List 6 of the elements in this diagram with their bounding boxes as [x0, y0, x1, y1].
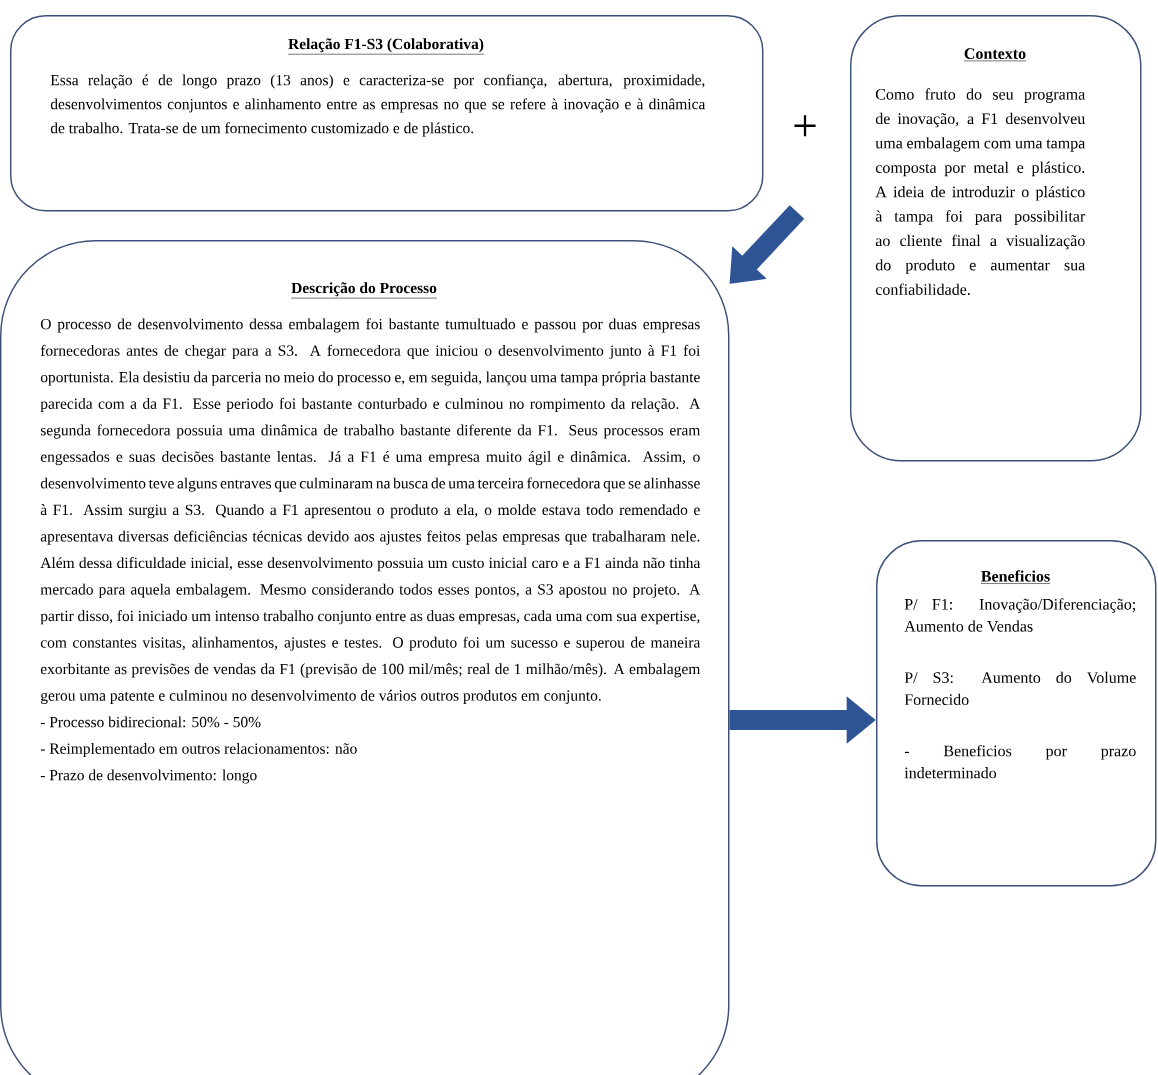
text-box: Descrição do Processo O processo de desenvolvimento dessa embalagem foi bastante tumultuado e passou por duas empresas fornecedoras antes de chegar para a S3. A fornecedora que iniciou o desenvolvimento junto à F1 foi oportunista. Ela desistiu da parceria no meio do processo e, em seguida, lançou uma tampa própria bastante parecida com a da F1. Esse periodo foi bastante conturbado e culminou no rompimento da relação. A segunda fornecedora possuia uma dinâmica de trabalho bastante diferente da F1. Seus processos eram engessados e suas decisões bastante lentas. Já a F1 é uma empresa muito ágil e dinâmica. Assim, o desenvolvimento teve alguns entraves que culminaram na busca de uma terceira fornecedora que se alinhasse à F1. Assim surgiu a S3. Quando a F1 apresentou o produto a ela, o molde estava todo remendado e apresentava diversas deficiências técnicas devido aos ajustes feitos pelas empresas que trabalharam nele. Além dessa dificuldade inicial, esse desenvolvimento possuia um custo inicial caro e a F1 ainda não tinha mercado para aquela embalagem. Mesmo considerando todos esses pontos, a S3 apostou no projeto. A partir disso, foi iniciado um intenso trabalho conjunto entre as duas empresas, cada uma com sua expertise, com constantes visitas, alinhamentos, ajustes e testes. O produto foi um sucesso e superou de maneira exorbitante as previsões de vendas da F1 (previsão de 100 mil/mês; real de 1 milhão/mês). A embalagem gerou uma patente e culminou no desenvolvimento de vários outros produtos em conjunto. - Processo bidirecional: 50% - 50% - Reimplementado em outros relacionamentos: não - Prazo de desenvolvimento: longo [0, 240, 730, 1075]
text-box: Beneficios P/ F1: Inovação/Diferenciação; Aumento de Vendas P/ S3: Aumento do Volume Fornecido - Beneficios por prazo indeterminado [876, 540, 1157, 887]
text-box: Relação F1-S3 (Colaborativa) Essa relação é de longo prazo (13 anos) e caracteriza-se por confiança, abertura, proximidade, desenvolvimentos conjuntos e alinhamento entre as empresas no que se refere à inovação e à dinâmica de trabalho. Trata-se de um fornecimento customizado e de plástico. [10, 15, 764, 212]
block-arrow [729, 205, 805, 284]
plus-sign: + [794, 115, 816, 137]
text-box: Contexto Como fruto do seu programa de inovação, a F1 desenvolveu uma embalagem com uma tampa composta por metal e plástico. A ideia de introduzir o plástico à tampa foi para possibilitar ao cliente final a visualização do produto e aumentar sua confiabilidade. [850, 15, 1142, 462]
